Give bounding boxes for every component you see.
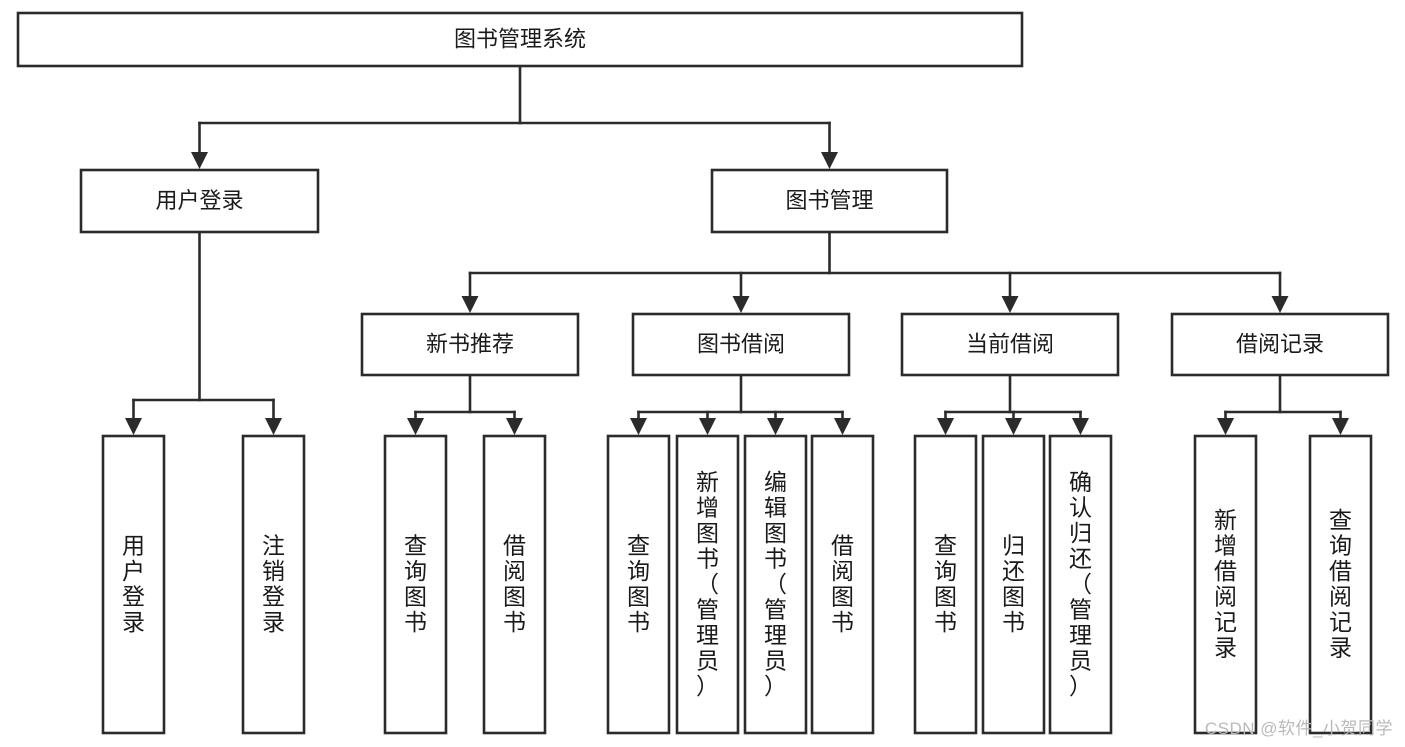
- arrow-head-icon: [1217, 418, 1234, 435]
- node-label-leaf-user-logout: 注销登录: [262, 533, 285, 636]
- node-label-book-manage: 图书管理: [785, 188, 873, 213]
- node-book-manage[interactable]: 图书管理: [710, 168, 949, 234]
- arrow-head-icon: [125, 418, 142, 435]
- node-leaf-query-book-3[interactable]: 查询图书: [913, 434, 978, 735]
- node-box-user-login: [79, 168, 320, 234]
- arrow-head-icon: [821, 152, 838, 169]
- node-box-leaf-borrow-book-2: [810, 434, 875, 735]
- node-leaf-query-book-2[interactable]: 查询图书: [606, 434, 671, 735]
- arrow-head-icon: [630, 418, 647, 435]
- node-leaf-return-book[interactable]: 归还图书: [981, 434, 1046, 735]
- node-leaf-add-record[interactable]: 新增借阅记录: [1193, 434, 1258, 735]
- node-label-book-borrow: 图书借阅: [697, 331, 785, 356]
- node-leaf-user-login[interactable]: 用户登录: [101, 434, 166, 735]
- node-box-leaf-confirm-return: [1048, 434, 1113, 735]
- arrow-head-icon: [191, 152, 208, 169]
- node-leaf-query-book-1[interactable]: 查询图书: [383, 434, 448, 735]
- node-box-leaf-add-book: [675, 434, 740, 735]
- arrow-head-icon: [937, 418, 954, 435]
- node-label-leaf-query-book-3: 查询图书: [934, 533, 957, 636]
- arrow-head-icon: [265, 418, 282, 435]
- node-label-user-login: 用户登录: [155, 188, 243, 213]
- node-box-leaf-query-book-2: [606, 434, 671, 735]
- arrow-head-icon: [407, 418, 424, 435]
- arrow-head-icon: [834, 418, 851, 435]
- arrow-head-icon: [1005, 418, 1022, 435]
- node-box-leaf-user-logout: [241, 434, 306, 735]
- node-box-leaf-query-book-1: [383, 434, 448, 735]
- node-leaf-user-logout[interactable]: 注销登录: [241, 434, 306, 735]
- arrow-head-icon: [1001, 296, 1019, 313]
- node-box-current-borrow: [900, 312, 1120, 377]
- connector-lines-layer: [125, 64, 1349, 435]
- arrow-head-icon: [461, 296, 479, 313]
- node-leaf-borrow-book-1[interactable]: 借阅图书: [482, 434, 547, 735]
- node-new-book-rec[interactable]: 新书推荐: [360, 312, 580, 377]
- node-label-root: 图书管理系统: [454, 26, 586, 51]
- node-label-current-borrow: 当前借阅: [966, 331, 1054, 356]
- node-box-leaf-query-record: [1308, 434, 1373, 735]
- node-box-leaf-add-record: [1193, 434, 1258, 735]
- node-box-leaf-edit-book: [743, 434, 808, 735]
- node-user-login[interactable]: 用户登录: [79, 168, 320, 234]
- node-leaf-confirm-return[interactable]: 确认归还（管理员）: [1048, 434, 1113, 735]
- node-box-new-book-rec: [360, 312, 580, 377]
- arrow-head-icon: [1271, 296, 1289, 313]
- node-label-leaf-return-book: 归还图书: [1002, 533, 1025, 636]
- arrow-head-icon: [732, 296, 750, 313]
- node-box-leaf-query-book-3: [913, 434, 978, 735]
- node-box-borrow-record: [1170, 312, 1390, 377]
- node-label-borrow-record: 借阅记录: [1236, 331, 1324, 356]
- node-label-leaf-query-book-1: 查询图书: [404, 533, 427, 636]
- node-box-book-borrow: [631, 312, 851, 377]
- node-leaf-add-book[interactable]: 新增图书（管理员）: [675, 434, 740, 735]
- node-label-leaf-confirm-return: 确认归还（管理员）: [1069, 469, 1092, 699]
- node-borrow-record[interactable]: 借阅记录: [1170, 312, 1390, 377]
- node-label-leaf-add-record: 新增借阅记录: [1214, 507, 1237, 661]
- node-leaf-edit-book[interactable]: 编辑图书（管理员）: [743, 434, 808, 735]
- node-book-borrow[interactable]: 图书借阅: [631, 312, 851, 377]
- nodes-layer: 图书管理系统用户登录图书管理新书推荐图书借阅当前借阅借阅记录用户登录注销登录查询…: [16, 11, 1390, 735]
- node-root[interactable]: 图书管理系统: [16, 11, 1024, 68]
- node-label-leaf-edit-book: 编辑图书（管理员）: [764, 469, 787, 699]
- node-label-new-book-rec: 新书推荐: [426, 331, 514, 356]
- node-leaf-query-record[interactable]: 查询借阅记录: [1308, 434, 1373, 735]
- node-label-leaf-query-record: 查询借阅记录: [1329, 507, 1352, 661]
- arrow-head-icon: [1072, 418, 1089, 435]
- node-label-leaf-user-login: 用户登录: [122, 533, 145, 636]
- node-current-borrow[interactable]: 当前借阅: [900, 312, 1120, 377]
- node-label-leaf-add-book: 新增图书（管理员）: [696, 469, 719, 699]
- arrow-head-icon: [699, 418, 716, 435]
- node-box-root: [16, 11, 1024, 68]
- node-box-leaf-return-book: [981, 434, 1046, 735]
- node-box-book-manage: [710, 168, 949, 234]
- arrow-head-icon: [1332, 418, 1349, 435]
- arrow-head-icon: [767, 418, 784, 435]
- arrow-head-icon: [506, 418, 523, 435]
- node-box-leaf-user-login: [101, 434, 166, 735]
- node-label-leaf-query-book-2: 查询图书: [627, 533, 650, 636]
- node-label-leaf-borrow-book-1: 借阅图书: [503, 533, 526, 636]
- node-leaf-borrow-book-2[interactable]: 借阅图书: [810, 434, 875, 735]
- node-box-leaf-borrow-book-1: [482, 434, 547, 735]
- node-label-leaf-borrow-book-2: 借阅图书: [831, 533, 854, 636]
- watermark-label: CSDN @软件_小贺同学: [1204, 719, 1393, 738]
